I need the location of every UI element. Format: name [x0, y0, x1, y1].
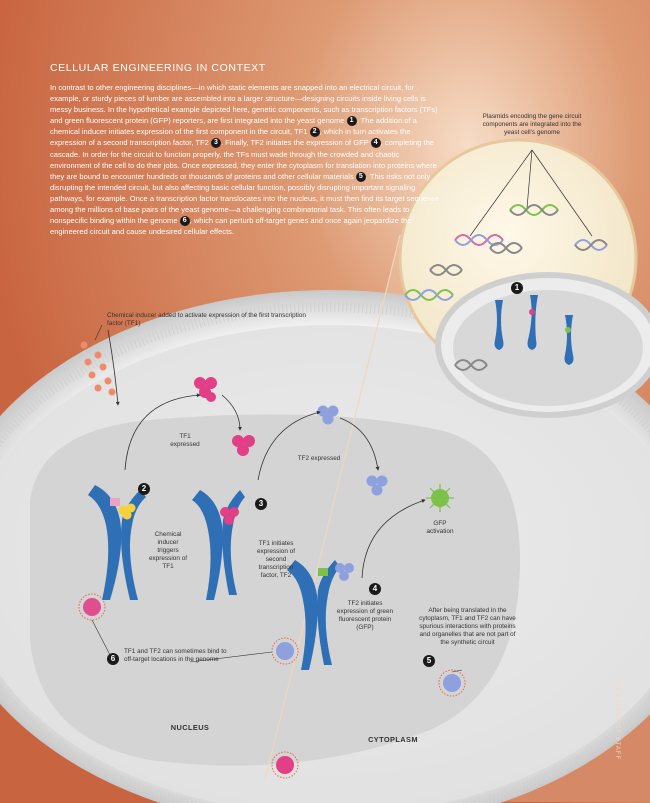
credit-label: THE SCIENTIST STAFF: [614, 676, 620, 761]
paragraph-text: , which in turn activates the expression…: [50, 127, 411, 148]
paragraph-text: . The addition of a chemical inducer ini…: [50, 116, 417, 137]
nucleus-label: NUCLEUS: [170, 723, 210, 732]
step-marker: 6: [179, 216, 190, 227]
cytoplasm-label: CYTOPLASM: [368, 735, 418, 744]
step-5-badge: 5: [423, 655, 435, 667]
paragraph-text: In contrast to other engineering discipl…: [50, 83, 438, 126]
paragraph-text: , which can perturb off-target genes and…: [50, 216, 412, 237]
plasmids-label: Plasmids encoding the gene circuit compo…: [482, 113, 582, 136]
inducer-added-label: Chemical inducer added to activate expre…: [107, 312, 306, 327]
off-target-label: TF1 and TF2 can sometimes bind to off-ta…: [124, 648, 227, 663]
tf1-expressed-label: TF1 expressed: [170, 433, 200, 448]
tf1-initiates-label: TF1 initiates expression of second trans…: [256, 540, 295, 579]
tf2-initiates-label: TF2 initiates expression of green fluore…: [336, 600, 394, 631]
step-3-badge: 3: [255, 498, 267, 510]
nucleus-area: [30, 414, 520, 766]
step-marker: 3: [210, 138, 221, 149]
step-marker: 4: [370, 138, 381, 149]
step-marker: 1: [346, 116, 357, 127]
step-6-badge: 6: [107, 653, 119, 665]
spurious-label: After being translated in the cytoplasm,…: [419, 607, 516, 646]
paragraph-text: . This risks not only disrupting the int…: [50, 171, 440, 226]
step-2-badge: 2: [138, 483, 150, 495]
paragraph-text: , completing the cascade. In order for t…: [50, 138, 437, 181]
tf2-expressed-label: TF2 expressed: [297, 455, 341, 462]
step-marker: 5: [355, 171, 366, 182]
step-1-badge: 1: [511, 282, 523, 294]
intro-paragraph: In contrast to other engineering discipl…: [50, 82, 442, 237]
chem-inducer-triggers-label: Chemical inducer triggers expression of …: [148, 531, 187, 570]
page-title: CELLULAR ENGINEERING IN CONTEXT: [50, 62, 266, 74]
gfp-activation-label: GFP activation: [426, 520, 454, 535]
step-4-badge: 4: [369, 583, 381, 595]
paragraph-text: . Finally, TF2 initiates the expression …: [220, 138, 371, 148]
step-marker: 2: [309, 127, 320, 138]
